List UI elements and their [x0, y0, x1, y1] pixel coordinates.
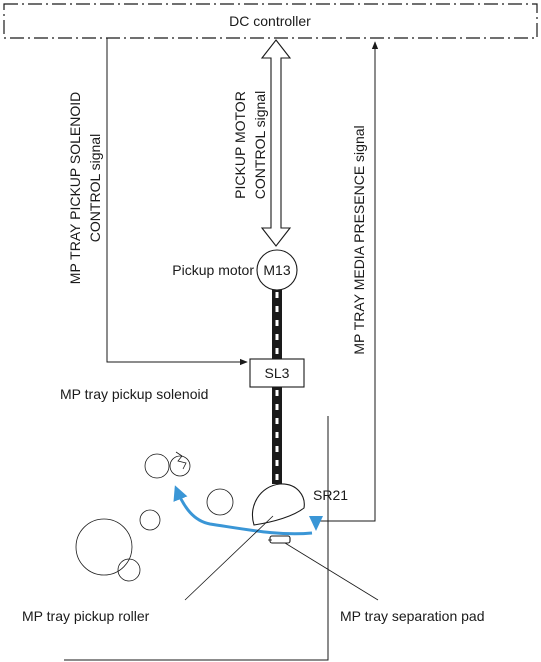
motor-signal-double-arrow [260, 39, 292, 247]
roller-leader-line [184, 515, 274, 601]
separation-pad [268, 535, 291, 544]
drive-shaft [272, 289, 282, 484]
solenoid-signal-connector [106, 38, 248, 366]
solenoid-id: SL3 [265, 365, 290, 381]
pickup-solenoid: SL3 [249, 358, 305, 388]
transport-rollers [75, 451, 234, 582]
pickup-motor: M13 [256, 249, 298, 291]
solenoid-signal-label-line2: CONTROL signal [87, 134, 103, 242]
media-presence-connector [320, 41, 379, 522]
media-presence-label: MP TRAY MEDIA PRESENCE signal [351, 125, 367, 354]
pad-leader-line [284, 542, 379, 601]
dc-controller-box: DC controller [3, 3, 538, 39]
paper-guide-wall [64, 416, 329, 661]
media-presence-sensor: SR21 [309, 487, 348, 531]
solenoid-label: MP tray pickup solenoid [60, 386, 208, 402]
sensor-id: SR21 [313, 487, 348, 503]
solenoid-signal-label-line1: MP TRAY PICKUP SOLENOID [67, 92, 83, 284]
paper-path-arrow [173, 485, 313, 536]
pickup-roller [252, 483, 305, 526]
motor-signal-label-line1: PICKUP MOTOR [232, 91, 248, 199]
motor-id: M13 [263, 262, 290, 278]
dc-controller-label: DC controller [229, 13, 311, 29]
roller-label: MP tray pickup roller [22, 608, 150, 624]
pad-label: MP tray separation pad [340, 608, 485, 624]
motor-label: Pickup motor [172, 262, 254, 278]
motor-signal-label-line2: CONTROL signal [252, 91, 268, 199]
